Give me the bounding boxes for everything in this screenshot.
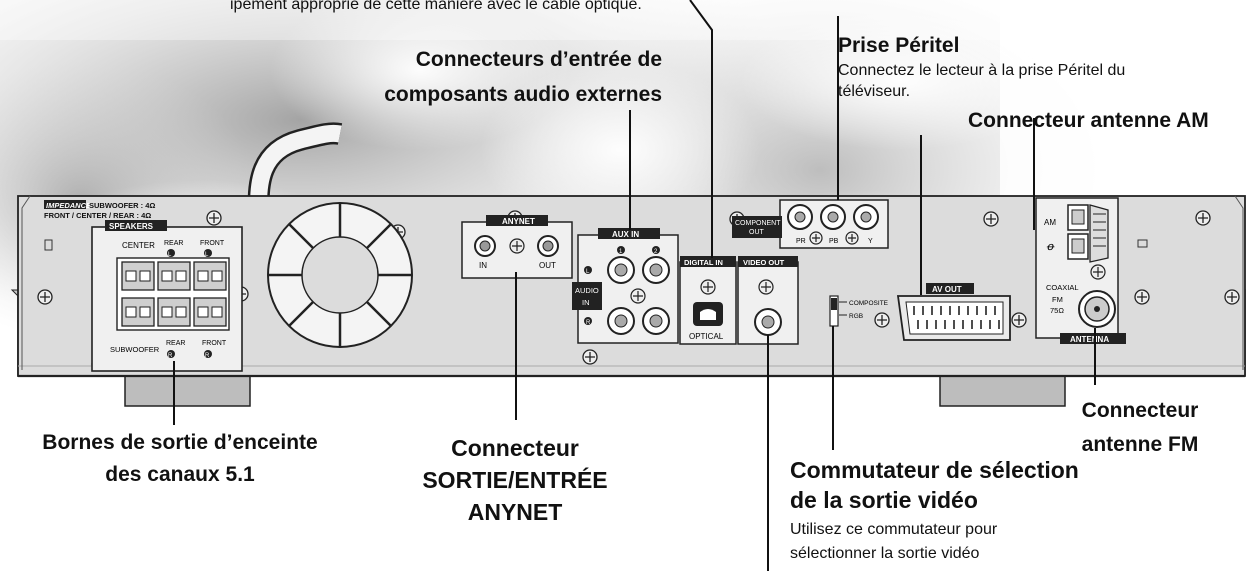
svg-text:COMPONENT: COMPONENT <box>735 220 781 227</box>
antenna-terminals: ANTENNA AM ꝋ COAXIAL FM 75Ω <box>1035 197 1126 344</box>
svg-text:IMPEDANCE: IMPEDANCE <box>46 201 92 210</box>
svg-text:RGB: RGB <box>849 313 863 320</box>
top-partial-text: ipement approprié de cette manière avec … <box>230 0 642 13</box>
fm-antenna-title-line2: antenne FM <box>1081 433 1199 456</box>
impedance-note: IMPEDANCE SUBWOOFER : 4Ω FRONT / CENTER … <box>44 200 155 220</box>
svg-text:2: 2 <box>654 249 658 255</box>
svg-text:L: L <box>168 252 172 258</box>
svg-text:L: L <box>205 252 209 258</box>
svg-text:FM: FM <box>1052 295 1063 304</box>
svg-text:OPTICAL: OPTICAL <box>689 332 724 341</box>
aux-connectors-title-line2: composants audio externes <box>384 83 662 106</box>
video-switch-title-line2: de la sortie vidéo <box>790 487 978 513</box>
video-switch-description-line1: Utilisez ce commutateur pour <box>790 521 998 538</box>
svg-text:OUT: OUT <box>539 261 556 270</box>
svg-text:OUT: OUT <box>749 229 765 236</box>
svg-text:1: 1 <box>619 249 623 255</box>
svg-text:COMPOSITE: COMPOSITE <box>849 300 889 307</box>
anynet-title-line3: ANYNET <box>467 499 563 525</box>
svg-text:IN: IN <box>582 298 590 307</box>
am-antenna-title: Connecteur antenne AM <box>968 109 1209 132</box>
svg-text:ANYNET: ANYNET <box>502 217 535 226</box>
peritel-description-line2: téléviseur. <box>838 83 911 100</box>
svg-text:PR: PR <box>796 238 806 245</box>
aux-connectors-title-line1: Connecteurs d’entrée de <box>415 48 662 71</box>
svg-text:FRONT: FRONT <box>200 240 225 247</box>
anynet-jacks: ANYNET IN OUT <box>461 215 573 279</box>
cooling-fan <box>267 202 413 348</box>
svg-text:AV OUT: AV OUT <box>932 285 962 294</box>
svg-text:SUBWOOFER: SUBWOOFER <box>110 345 160 354</box>
svg-text:ANTENNA: ANTENNA <box>1070 335 1109 344</box>
callout-leader-lines <box>173 0 1096 571</box>
svg-text:L: L <box>586 269 590 275</box>
fm-antenna-title-line1: Connecteur <box>1081 399 1199 422</box>
av-out-scart: AV OUT <box>896 283 1011 341</box>
component-out-jacks: COMPONENT OUT PR PB Y <box>732 199 889 249</box>
svg-text:DIGITAL IN: DIGITAL IN <box>684 258 723 267</box>
svg-text:VIDEO OUT: VIDEO OUT <box>743 258 785 267</box>
anynet-title-line2: SORTIE/ENTRÉE <box>422 467 608 493</box>
speaker-terminals-title-line2: des canaux 5.1 <box>105 463 255 486</box>
video-out-jack: VIDEO OUT <box>737 256 799 345</box>
anynet-title-line1: Connecteur <box>451 435 579 461</box>
video-output-switch: COMPOSITE RGB <box>829 295 889 327</box>
video-switch-description-line2: sélectionner la sortie vidéo <box>790 545 980 562</box>
svg-text:R: R <box>168 353 173 359</box>
svg-text:REAR: REAR <box>164 240 183 247</box>
svg-text:AM: AM <box>1044 218 1056 227</box>
video-switch-title-line1: Commutateur de sélection <box>790 457 1079 483</box>
svg-text:SUBWOOFER : 4Ω: SUBWOOFER : 4Ω <box>89 201 155 210</box>
svg-text:Y: Y <box>868 238 873 245</box>
svg-text:75Ω: 75Ω <box>1050 306 1064 315</box>
digital-in-optical: DIGITAL IN OPTICAL <box>679 256 737 345</box>
svg-text:ꝋ: ꝋ <box>1046 241 1055 253</box>
svg-text:R: R <box>205 353 210 359</box>
aux-in-jacks: AUX IN 1 2 L R AUDIO IN <box>572 228 679 344</box>
svg-text:FRONT / CENTER / REAR : 4Ω: FRONT / CENTER / REAR : 4Ω <box>44 211 151 220</box>
svg-text:FRONT: FRONT <box>202 340 227 347</box>
svg-text:AUX IN: AUX IN <box>612 230 639 239</box>
svg-text:R: R <box>586 320 591 326</box>
svg-text:AUDIO: AUDIO <box>575 286 599 295</box>
speaker-terminals-title-line1: Bornes de sortie d’enceinte <box>42 431 318 454</box>
peritel-title: Prise Péritel <box>838 34 960 57</box>
svg-text:IN: IN <box>479 261 487 270</box>
peritel-description-line1: Connectez le lecteur à la prise Péritel … <box>838 62 1126 79</box>
svg-text:SPEAKERS: SPEAKERS <box>109 222 154 231</box>
speaker-terminals: SPEAKERS CENTER REAR FRONT L L SUBWOOFER… <box>91 220 243 372</box>
svg-text:PB: PB <box>829 238 839 245</box>
svg-text:REAR: REAR <box>166 340 185 347</box>
svg-text:COAXIAL: COAXIAL <box>1046 283 1079 292</box>
svg-text:CENTER: CENTER <box>122 241 155 250</box>
